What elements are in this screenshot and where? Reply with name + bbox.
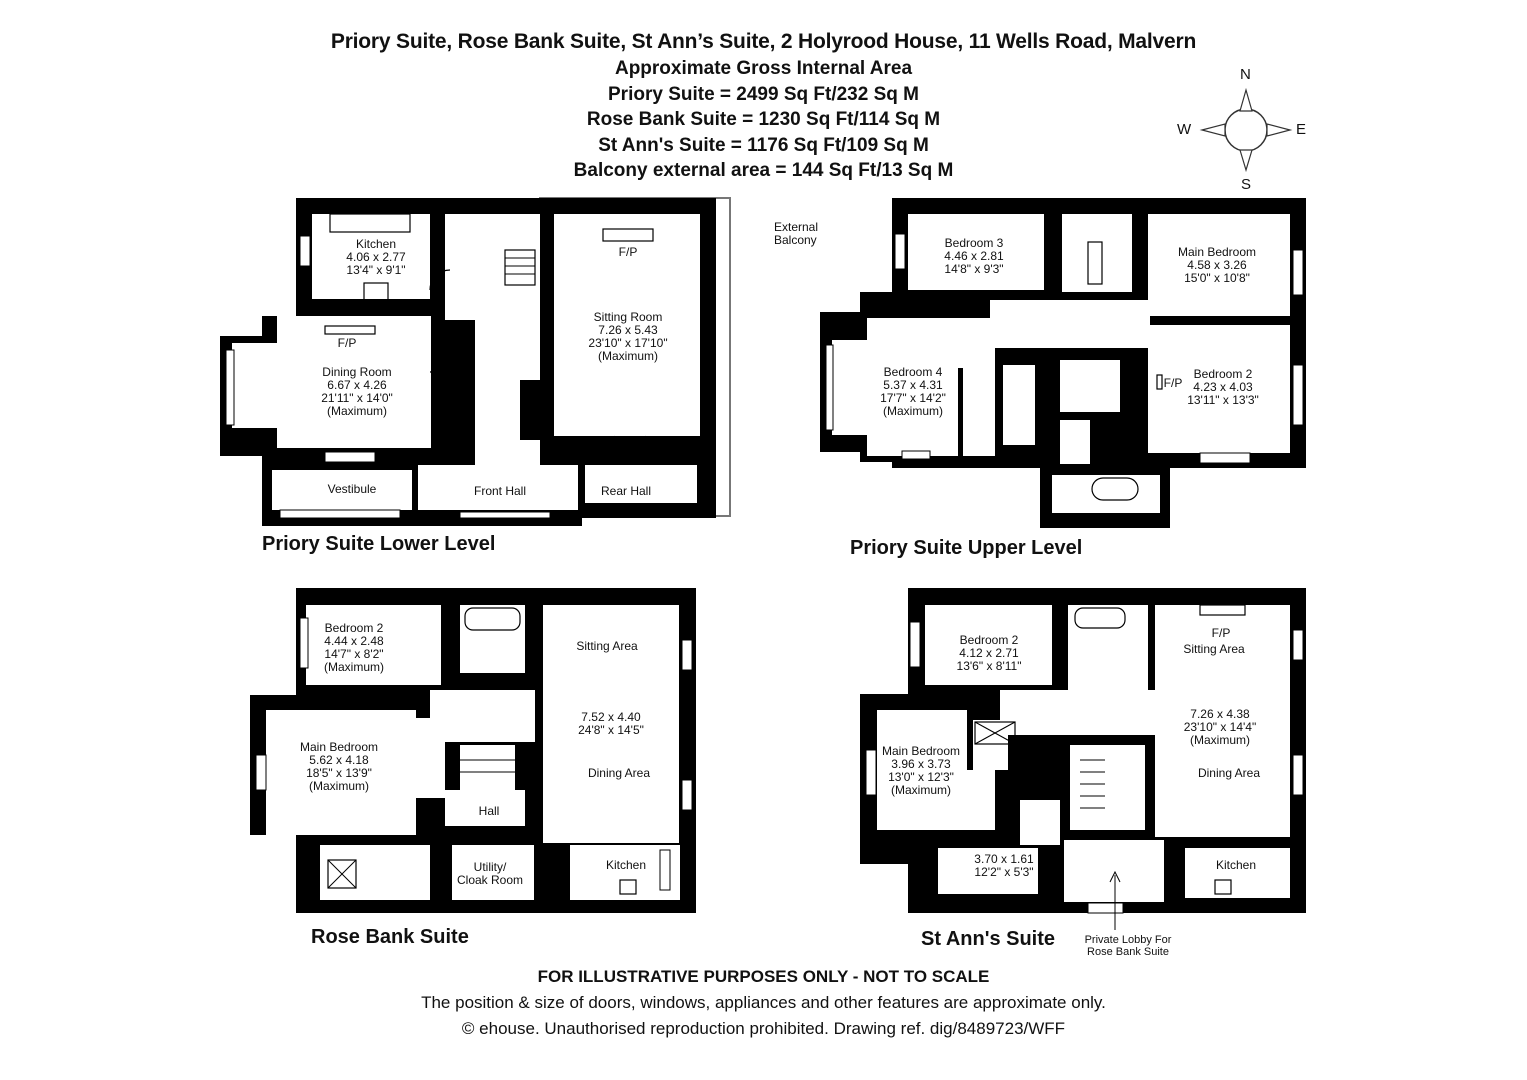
disclaimer-note: The position & size of doors, windows, a… — [421, 993, 1106, 1012]
compass-icon — [1199, 87, 1293, 173]
rb-bedroom2-area — [306, 605, 441, 685]
rear-hall-area — [585, 465, 697, 503]
compass-south-label: S — [1241, 176, 1252, 193]
compass-east-label: E — [1296, 121, 1307, 138]
bathroom-area — [1052, 475, 1160, 513]
front-hall-area — [418, 465, 578, 510]
plan-title-priory-upper: Priory Suite Upper Level — [850, 537, 1083, 559]
area-balcony: Balcony external area = 144 Sq Ft/13 Sq … — [573, 160, 954, 181]
room-label-vestibule: Vestibule — [327, 482, 377, 496]
room-label-sa-sitting-area: Sitting Area — [1183, 642, 1245, 656]
sitting-room-area — [554, 214, 700, 436]
fireplace-label: F/P — [337, 336, 357, 350]
private-lobby-area — [1064, 840, 1164, 902]
room-label-sa-kitchen: Kitchen — [1215, 858, 1257, 872]
priory-lower-plan — [220, 197, 731, 526]
area-st-anns: St Ann's Suite = 1176 Sq Ft/109 Sq M — [598, 135, 929, 156]
sa-bedroom2-area — [925, 605, 1052, 685]
bedroom3-area — [908, 214, 1044, 290]
fireplace-label: F/P — [1211, 626, 1231, 640]
room-label-rb-kitchen: Kitchen — [605, 858, 647, 872]
plan-title-rose-bank: Rose Bank Suite — [311, 926, 469, 948]
fireplace-label: F/P — [1163, 376, 1183, 390]
room-label-rear-hall: Rear Hall — [600, 484, 652, 498]
room-label-rb-sitting-area: Sitting Area — [576, 639, 638, 653]
rb-living-area — [543, 605, 679, 843]
plan-title-st-anns: St Ann's Suite — [921, 928, 1056, 950]
fireplace-label: F/P — [618, 245, 638, 259]
sa-living-area — [1155, 605, 1290, 837]
room-label-rb-hall: Hall — [478, 804, 500, 818]
compass-north-label: N — [1240, 66, 1251, 83]
bedroom2-area — [1148, 325, 1290, 453]
rb-hall-area — [445, 790, 525, 826]
rb-utility-area — [452, 845, 534, 900]
copyright-note: © ehouse. Unauthorised reproduction proh… — [461, 1019, 1066, 1038]
area-subtitle: Approximate Gross Internal Area — [614, 58, 913, 79]
room-label-rb-dining-area: Dining Area — [587, 766, 651, 780]
area-rose-bank: Rose Bank Suite = 1230 Sq Ft/114 Sq M — [586, 109, 941, 130]
rose-bank-plan — [250, 588, 696, 913]
area-priory: Priory Suite = 2499 Sq Ft/232 Sq M — [608, 84, 919, 105]
sa-small-room-area — [938, 848, 1038, 894]
main-bedroom-area — [1148, 214, 1290, 316]
dining-room-area — [277, 316, 431, 448]
rb-main-bedroom-area — [266, 710, 416, 835]
compass-west-label: W — [1177, 121, 1192, 138]
st-anns-plan — [860, 588, 1306, 930]
plan-title: Priory Suite, Rose Bank Suite, St Ann’s … — [330, 30, 1197, 53]
room-label-rb-utility: Utility/Cloak Room — [456, 860, 524, 887]
room-label-sa-dining-area: Dining Area — [1197, 766, 1261, 780]
priory-upper-plan — [820, 198, 1306, 528]
sa-kitchen-area — [1185, 848, 1290, 898]
disclaimer-heading: FOR ILLUSTRATIVE PURPOSES ONLY - NOT TO … — [537, 967, 990, 986]
sa-main-bedroom-area — [877, 710, 967, 830]
vestibule-area — [272, 470, 412, 510]
plan-title-priory-lower: Priory Suite Lower Level — [262, 533, 496, 555]
bedroom4-area — [867, 318, 995, 456]
room-label-front-hall: Front Hall — [473, 484, 527, 498]
